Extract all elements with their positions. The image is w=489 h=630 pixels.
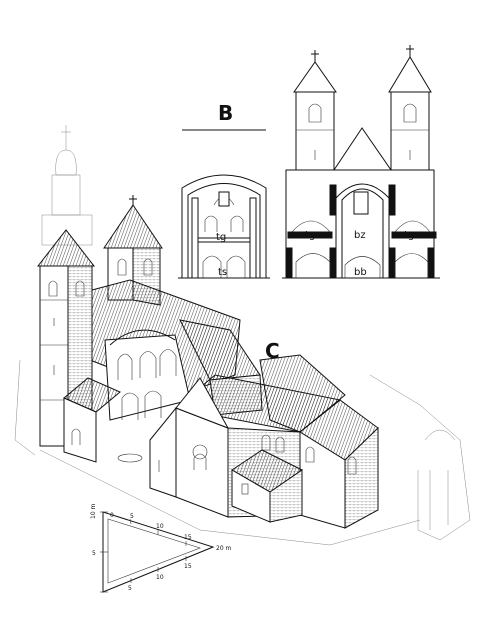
section-b: B tg ts — [178, 101, 270, 279]
view-c-church: C — [14, 125, 471, 546]
section-a-room-center: bz — [354, 230, 366, 241]
scale-end-horizontal: 20 m — [216, 545, 232, 552]
scale-top-tick-0: 0 — [110, 512, 114, 519]
section-b-room-upper: tg — [216, 232, 226, 243]
scale-left-tick-5: 5 — [92, 550, 96, 557]
ghost-tower — [41, 125, 93, 246]
scale-bottom-tick-15: 15 — [184, 563, 192, 570]
section-a-room-left: tg — [305, 230, 315, 241]
scale-bottom-tick-10: 10 — [156, 574, 164, 581]
scale-top-tick-10: 10 — [156, 523, 164, 530]
scale-top-tick-15: 15 — [184, 534, 192, 541]
scale-bar: 10 m 20 m 5 0 5 10 15 5 10 15 — [90, 503, 232, 593]
section-b-outline — [181, 174, 267, 278]
section-a: A — [282, 45, 440, 279]
view-c-letter: C — [265, 339, 280, 363]
scale-top-tick-5: 5 — [130, 513, 134, 520]
section-b-room-lower: ts — [218, 267, 227, 278]
section-b-letter: B — [218, 101, 233, 125]
section-a-room-right: tg — [404, 230, 414, 241]
scale-bottom-tick-5: 5 — [128, 585, 132, 592]
scale-end-vertical: 10 m — [90, 503, 97, 519]
section-a-room-bottom: bb — [354, 267, 367, 278]
